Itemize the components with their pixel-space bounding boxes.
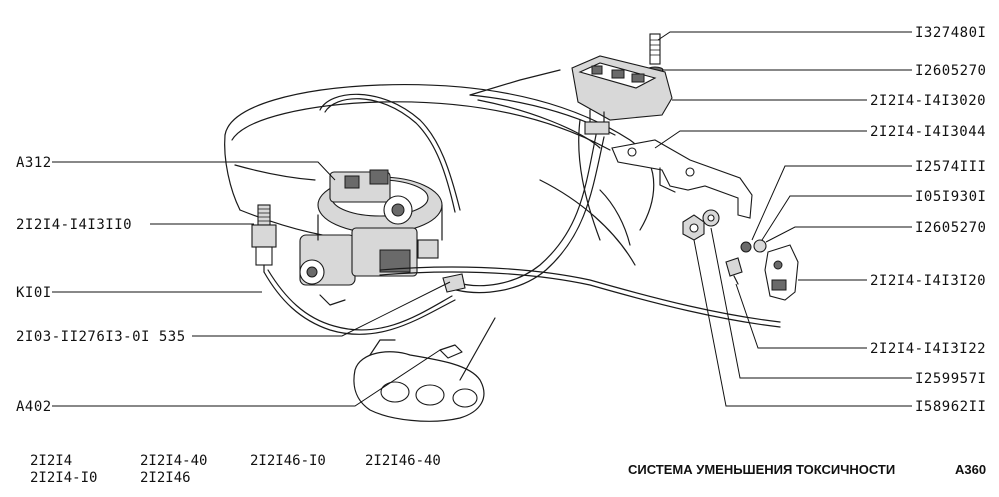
- intake-manifold: [353, 339, 485, 422]
- wiring: [263, 93, 781, 381]
- footer: СИСТЕМА УМЕНЬШЕНИЯ ТОКСИЧНОСТИ А360: [628, 462, 986, 477]
- callout-bolt: I327480I: [915, 25, 986, 41]
- callout-valve: 2I2I4-I4I3020: [870, 93, 986, 109]
- model-code: 2I2I4-40: [140, 453, 207, 469]
- callout-nut-3: I58962II: [915, 399, 986, 415]
- leader-lines-right: [654, 31, 912, 407]
- callouts-right: I327480I I2605270 2I2I4-I4I3020 2I2I4-I4…: [870, 25, 986, 415]
- callout-nut-1: I2574III: [915, 159, 986, 175]
- model-code: 2I2I4-I0: [30, 470, 97, 486]
- callout-a402: А402: [16, 399, 52, 415]
- callout-washer-3: I2605270: [915, 220, 986, 236]
- leader-lines-left: [52, 161, 451, 407]
- solenoid-valve: [571, 33, 673, 135]
- callout-bracket-2: 2I2I4-I4I3I20: [870, 273, 986, 289]
- diagram-title: СИСТЕМА УМЕНЬШЕНИЯ ТОКСИЧНОСТИ: [628, 462, 895, 477]
- callout-hose: 2I03-II276I3-0I 535: [16, 329, 186, 345]
- model-code: 2I2I46: [140, 470, 191, 486]
- air-filter-housing: [224, 69, 655, 266]
- callout-washer-2: I05I930I: [915, 189, 986, 205]
- model-code: 2I2I46-I0: [250, 453, 326, 469]
- model-code: 2I2I4: [30, 453, 72, 469]
- callout-bracket: 2I2I4-I4I3044: [870, 124, 986, 140]
- page-code: А360: [955, 462, 986, 477]
- model-code: 2I2I46-40: [365, 453, 441, 469]
- callout-a312: А312: [16, 155, 52, 171]
- fasteners: [682, 209, 767, 285]
- mounting-bracket: [611, 139, 753, 219]
- callout-washer-1: I2605270: [915, 63, 986, 79]
- callout-clip: 2I2I4-I4I3I22: [870, 341, 986, 357]
- callout-k101: КI0I: [16, 285, 52, 301]
- callout-sensor: 2I2I4-I4I3II0: [16, 217, 132, 233]
- model-codes: 2I2I4 2I2I4-I0 2I2I4-40 2I2I46 2I2I46-I0…: [30, 453, 441, 486]
- callout-nut-2: I259957I: [915, 371, 986, 387]
- oxygen-sensor: [251, 204, 277, 273]
- small-bracket: [764, 244, 799, 301]
- throttle-body: [299, 169, 443, 306]
- callouts-left: А312 2I2I4-I4I3II0 КI0I 2I03-II276I3-0I …: [16, 155, 186, 415]
